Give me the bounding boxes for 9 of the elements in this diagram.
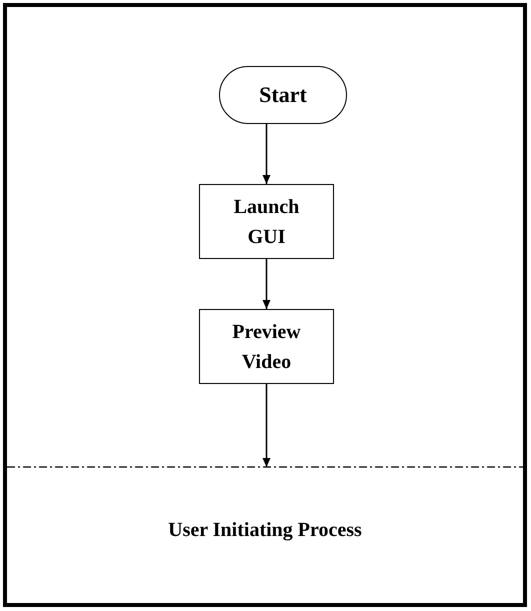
node-label: Preview Video bbox=[231, 320, 302, 374]
process-box bbox=[199, 184, 334, 259]
arrow bbox=[262, 259, 270, 309]
node-label: User Initiating Process bbox=[168, 519, 362, 542]
node-label: Launch GUI bbox=[232, 194, 300, 250]
node-label: Start bbox=[259, 82, 307, 108]
arrow bbox=[262, 384, 270, 467]
arrow bbox=[262, 124, 270, 184]
process-box bbox=[199, 309, 334, 384]
